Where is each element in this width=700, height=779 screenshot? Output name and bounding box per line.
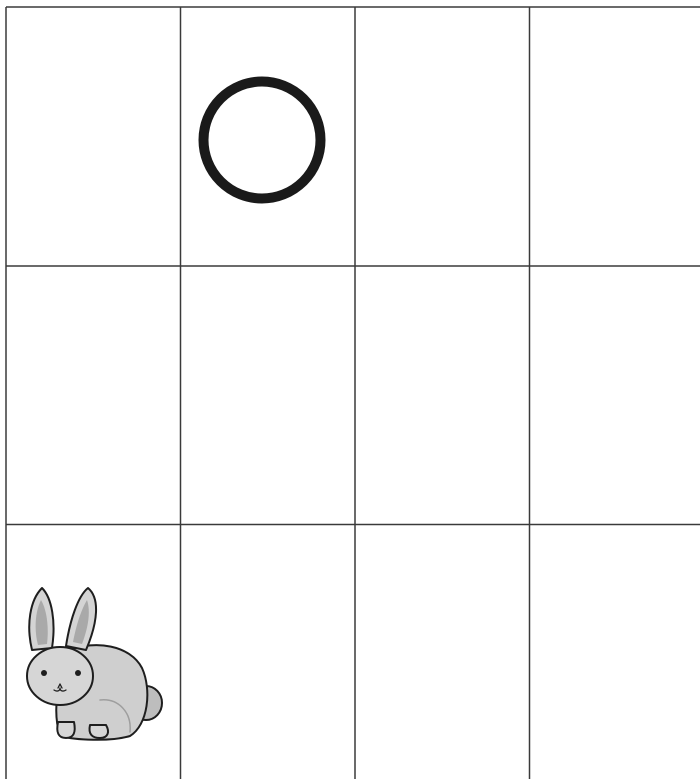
grid-cell-r1-c3[interactable] [530, 266, 700, 525]
grid-cell-r1-c2[interactable] [355, 266, 530, 525]
grid-cell-r2-c1[interactable] [181, 525, 356, 779]
grid-cell-r0-c3[interactable] [530, 7, 700, 266]
grid-cell-r1-c0[interactable] [6, 266, 181, 525]
grid-cell-r2-c3[interactable] [530, 525, 700, 779]
grid-cell-r0-c0[interactable] [6, 7, 181, 266]
grid-cell-r0-c2[interactable] [355, 7, 530, 266]
grid-cell-r1-c1[interactable] [181, 266, 356, 525]
grid-cell-r2-c2[interactable] [355, 525, 530, 779]
